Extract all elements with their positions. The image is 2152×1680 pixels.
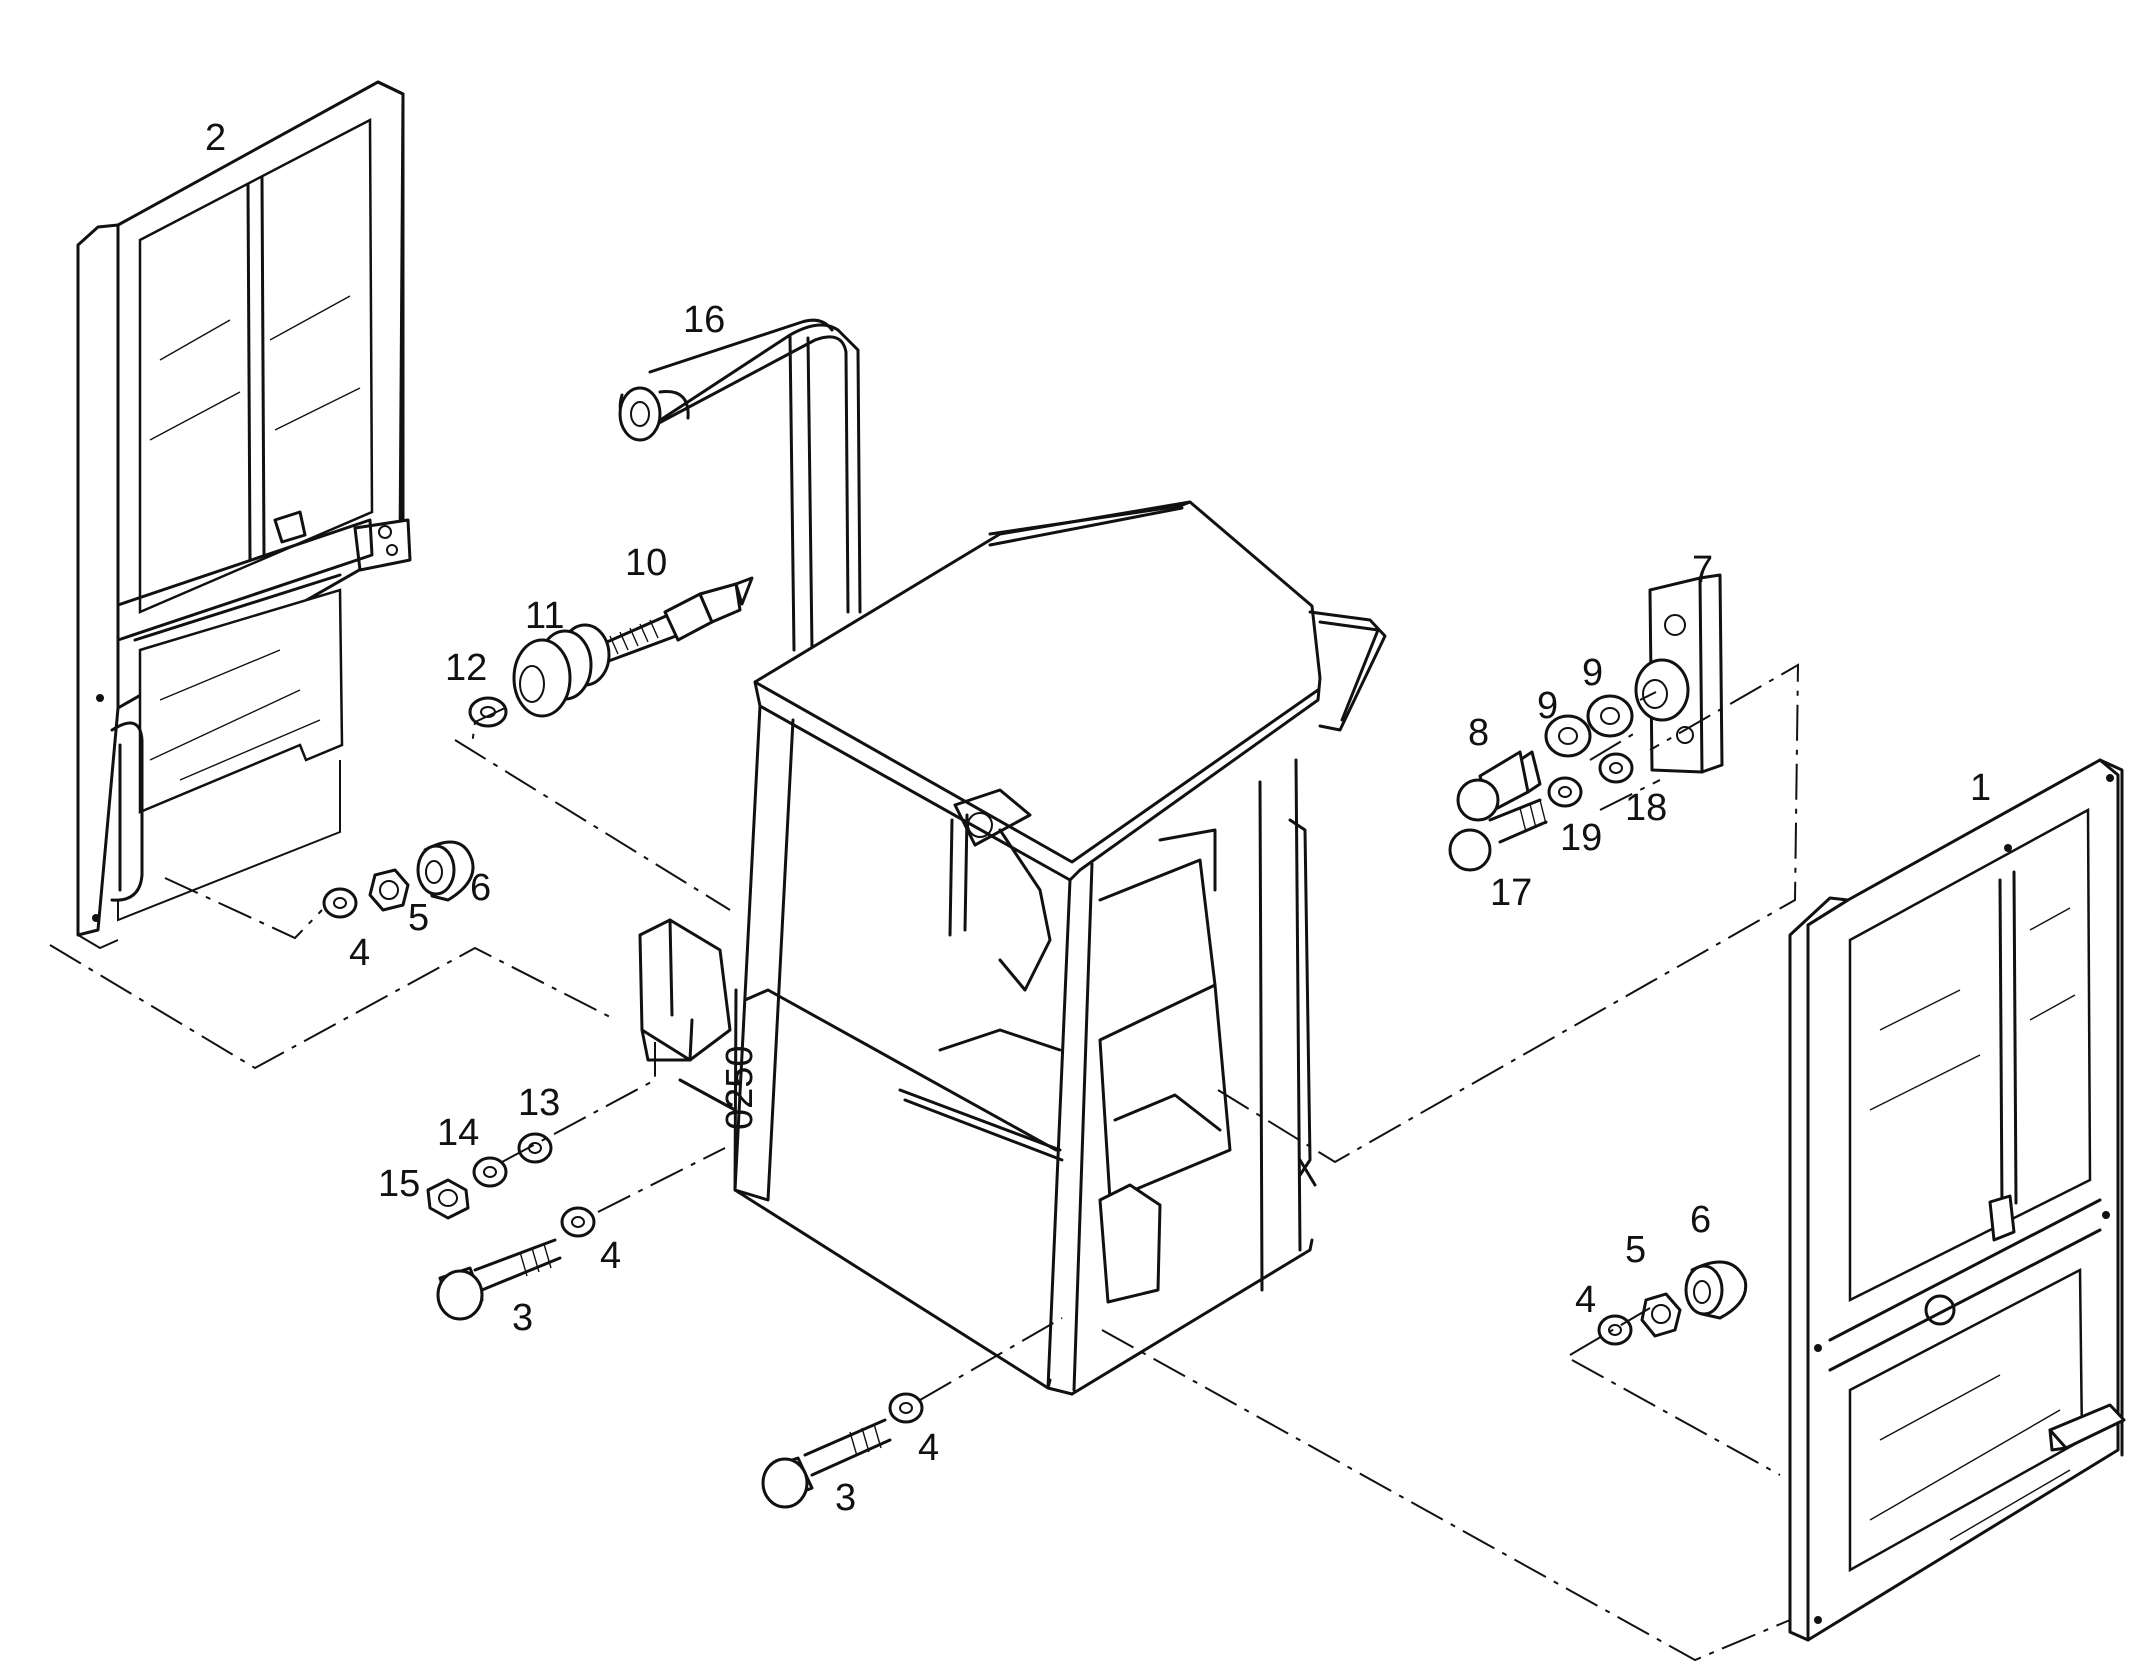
label-rail: 16 [683,299,725,341]
label-washer-upper: 12 [445,647,487,689]
label-washer-13: 13 [518,1082,560,1124]
label-washer-mid-4: 4 [600,1235,621,1277]
cab-body: 0250 [638,500,1387,1396]
rail [618,318,862,652]
label-nut-15: 15 [378,1163,420,1205]
label-bolt-bottom-3: 3 [835,1477,856,1519]
label-door-left: 2 [205,117,226,159]
label-mount-screw: 10 [625,542,667,584]
label-rubber-mount: 11 [525,595,564,637]
label-washer-right-4: 4 [1575,1279,1596,1321]
label-washer-14: 14 [437,1112,479,1154]
label-nut-left-5: 5 [408,897,429,939]
label-bolt-8: 8 [1468,712,1489,754]
label-washer-left-4: 4 [349,932,370,974]
label-washer-9b: 9 [1582,652,1603,694]
door-right [1788,758,2126,1642]
plate-assembly [1448,573,1724,872]
label-bolt-17: 17 [1490,872,1532,914]
door-left [76,80,412,950]
fasteners-left [322,840,475,919]
alignment-lines [49,663,1800,1662]
label-nut-right-5: 5 [1625,1229,1646,1271]
label-plate: 7 [1692,549,1713,591]
label-cap-right-6: 6 [1690,1199,1711,1241]
label-washer-18: 18 [1625,787,1667,829]
part-labels: 2 1 16 10 11 12 7 8 9 9 18 19 17 4 5 6 1… [205,117,1991,1519]
cab-stamp: 0250 [719,1045,761,1130]
label-washer-bottom-4: 4 [918,1427,939,1469]
label-washer-9a: 9 [1537,685,1558,727]
fasteners-bottom [761,1392,924,1509]
fasteners-right [1597,1260,1748,1346]
label-bolt-mid-3: 3 [512,1297,533,1339]
fasteners-mid [426,1132,596,1321]
label-door-right: 1 [1970,767,1991,809]
label-cap-left-6: 6 [470,867,491,909]
label-washer-19: 19 [1560,817,1602,859]
mount-stack [468,576,754,728]
